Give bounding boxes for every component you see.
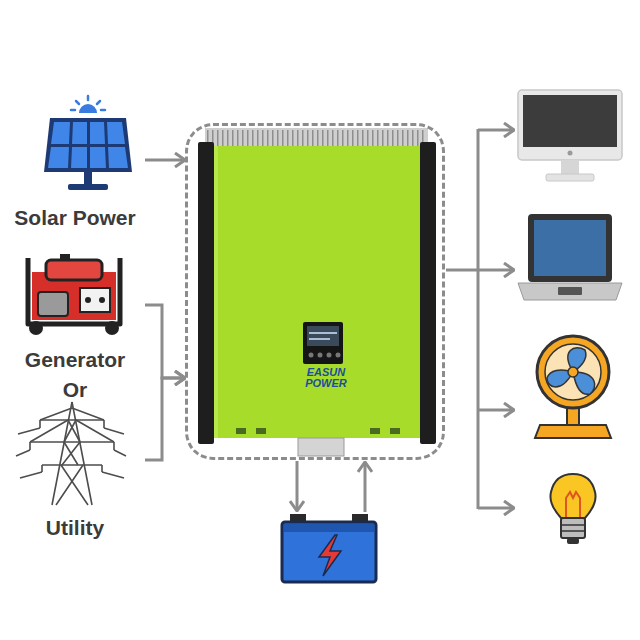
laptop-lid <box>528 214 612 282</box>
side-rail <box>198 142 214 444</box>
output-arrow <box>478 129 514 132</box>
brand-logo: EASUN POWER <box>303 367 349 389</box>
source-node: Utility <box>5 402 145 540</box>
power-connector <box>145 159 185 162</box>
charge-arrow <box>296 461 299 511</box>
vent <box>390 428 400 434</box>
monitor-base <box>546 174 594 181</box>
side-rail <box>420 142 436 444</box>
output-arrow <box>478 269 514 272</box>
filament <box>566 492 580 517</box>
panel-cell <box>48 147 69 168</box>
monitor-screen <box>523 95 617 147</box>
fuel-cap <box>60 254 70 260</box>
panel-cell <box>51 122 70 144</box>
generator-icon <box>28 254 120 335</box>
panel-base <box>68 184 108 190</box>
monitor-icon <box>518 90 622 181</box>
laptop-screen <box>534 220 606 276</box>
power-connector <box>145 305 185 378</box>
button <box>318 353 323 358</box>
fan-icon <box>535 336 611 438</box>
power-dot <box>568 151 573 156</box>
panel-cell <box>108 147 128 168</box>
fan-base <box>535 425 611 438</box>
output-arrow <box>478 409 514 412</box>
panel-frame <box>44 118 132 172</box>
battery-icon <box>282 514 376 582</box>
tower-legs <box>52 402 92 505</box>
generator-frame <box>28 258 120 324</box>
engine-block <box>38 292 68 316</box>
wheel <box>29 321 43 335</box>
display-bezel <box>303 322 343 364</box>
monitor-frame <box>518 90 622 160</box>
button <box>327 353 332 358</box>
bulb-glass <box>550 474 595 518</box>
terminal-box <box>298 438 344 456</box>
vent <box>256 428 266 434</box>
fan-inner <box>545 344 601 400</box>
bulb-tip <box>567 538 579 544</box>
fan-hub <box>568 367 578 377</box>
source-node: Generator <box>5 250 145 372</box>
display-screen <box>307 326 339 346</box>
laptop-base <box>518 283 622 300</box>
battery-body <box>282 522 376 582</box>
inverter-body <box>205 146 428 438</box>
base-thread <box>562 525 584 531</box>
fuel-tank <box>46 260 102 280</box>
battery-lid <box>284 524 374 532</box>
panel-cell <box>72 122 87 144</box>
panel-cell <box>90 147 106 168</box>
button <box>309 353 314 358</box>
socket <box>85 297 91 303</box>
laptop-icon <box>518 214 622 300</box>
body-highlight <box>214 146 218 438</box>
sun-rays <box>71 96 105 110</box>
panel-cell <box>107 122 125 144</box>
power-connector <box>145 378 185 460</box>
separator-word: Or <box>40 378 110 402</box>
monitor-stand <box>561 160 579 175</box>
bulb-icon <box>550 474 595 544</box>
vent <box>236 428 246 434</box>
inverter-frame: EASUN POWER <box>185 123 445 460</box>
lightning-symbol <box>319 535 341 576</box>
control-panel <box>80 288 110 312</box>
display-readout <box>309 333 337 339</box>
source-node: Solar Power <box>5 88 145 230</box>
node-label: Utility <box>46 516 104 540</box>
tower-bracing <box>56 420 88 505</box>
panel-stand <box>84 172 92 184</box>
wheel <box>105 321 119 335</box>
discharge-arrow <box>364 462 367 512</box>
heat-sink <box>205 128 428 148</box>
power-wires <box>16 428 126 478</box>
bulb-base <box>561 518 585 538</box>
arm-braces <box>30 408 114 442</box>
utility-tower <box>16 402 126 505</box>
sun-symbol <box>79 104 97 113</box>
output-bus <box>446 129 478 509</box>
node-label: Solar Power <box>14 206 135 230</box>
node-label: Generator <box>25 348 125 372</box>
heat-sink-fins <box>207 130 426 146</box>
fan-cage <box>537 336 609 408</box>
insulators <box>30 420 114 472</box>
touchpad <box>558 287 582 295</box>
socket <box>99 297 105 303</box>
output-arrow <box>478 507 514 510</box>
button <box>336 353 341 358</box>
solar-icon <box>44 96 132 190</box>
panel-cell <box>90 122 105 144</box>
connectors <box>145 160 185 460</box>
vent <box>370 428 380 434</box>
inverter-unit <box>198 128 436 456</box>
panel-cell <box>71 147 87 168</box>
